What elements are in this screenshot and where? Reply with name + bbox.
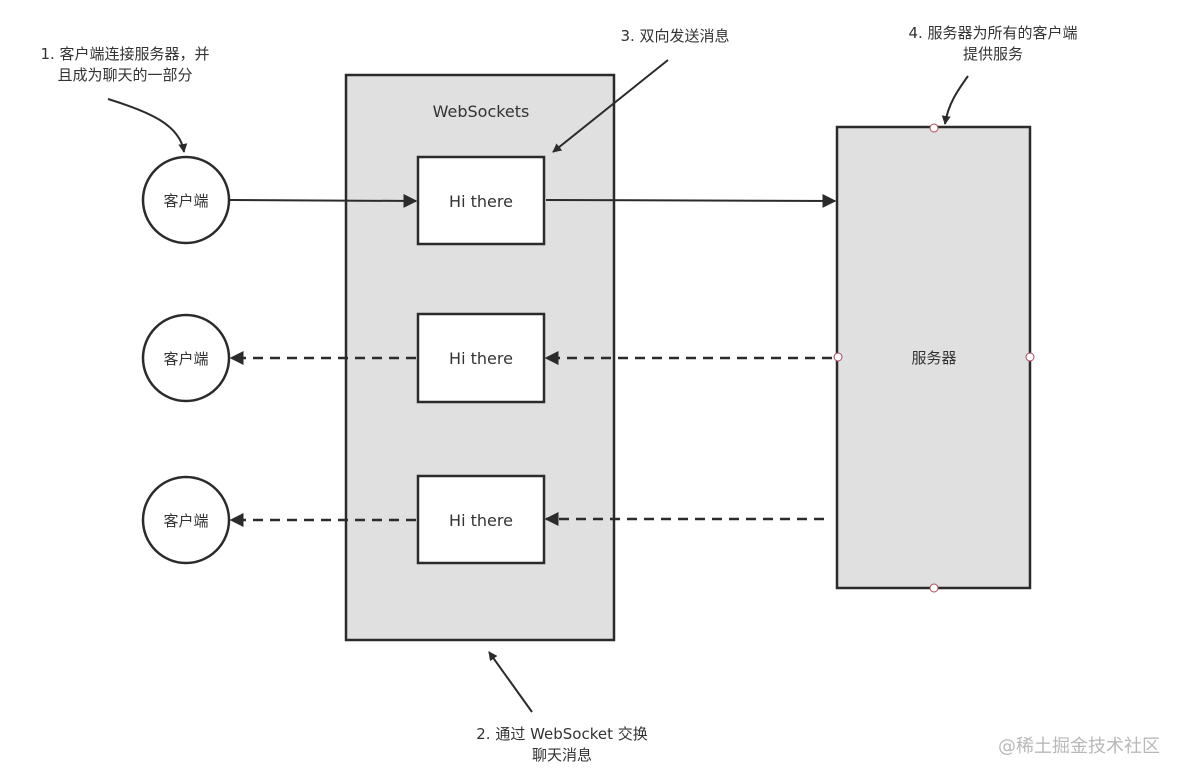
annotation-1-line-1: 1. 客户端连接服务器，并 — [40, 45, 209, 63]
message-box-3 — [416, 474, 546, 565]
annotation-3-line-1: 3. 双向发送消息 — [620, 27, 729, 45]
server-panel — [835, 125, 1032, 590]
message-box-2 — [416, 312, 546, 404]
pointer-annotation-3 — [552, 59, 669, 153]
annotation-4-line-1: 4. 服务器为所有的客户端 — [908, 24, 1077, 42]
arrow-message-to-server — [545, 193, 837, 208]
annotation-1-line-2: 且成为聊天的一部分 — [57, 66, 192, 84]
server-port-bottom — [929, 583, 939, 593]
arrow-client-to-message — [229, 193, 418, 208]
client-label-2: 客户端 — [163, 350, 208, 368]
server-port-right — [1025, 352, 1035, 362]
server-label: 服务器 — [911, 349, 956, 367]
message-box-1 — [416, 155, 546, 246]
pointer-annotation-2 — [488, 651, 533, 713]
client-node-1 — [141, 155, 231, 245]
annotation-2-line-1: 2. 通过 WebSocket 交换 — [476, 725, 648, 743]
websockets-title: WebSockets — [433, 102, 530, 121]
annotation-4-line-2: 提供服务 — [963, 45, 1023, 63]
pointer-annotation-1 — [107, 98, 188, 153]
client-node-3 — [141, 475, 231, 565]
server-port-left — [833, 352, 843, 362]
message-text-2: Hi there — [449, 349, 513, 368]
watermark-text: @稀土掘金技术社区 — [998, 736, 1160, 757]
client-label-1: 客户端 — [163, 192, 208, 210]
server-port-top — [929, 123, 939, 133]
pointer-annotation-4 — [941, 75, 969, 125]
client-label-3: 客户端 — [163, 512, 208, 530]
message-text-1: Hi there — [449, 192, 513, 211]
annotation-2-line-2: 聊天消息 — [532, 746, 592, 764]
client-node-2 — [141, 313, 231, 403]
message-text-3: Hi there — [449, 511, 513, 530]
